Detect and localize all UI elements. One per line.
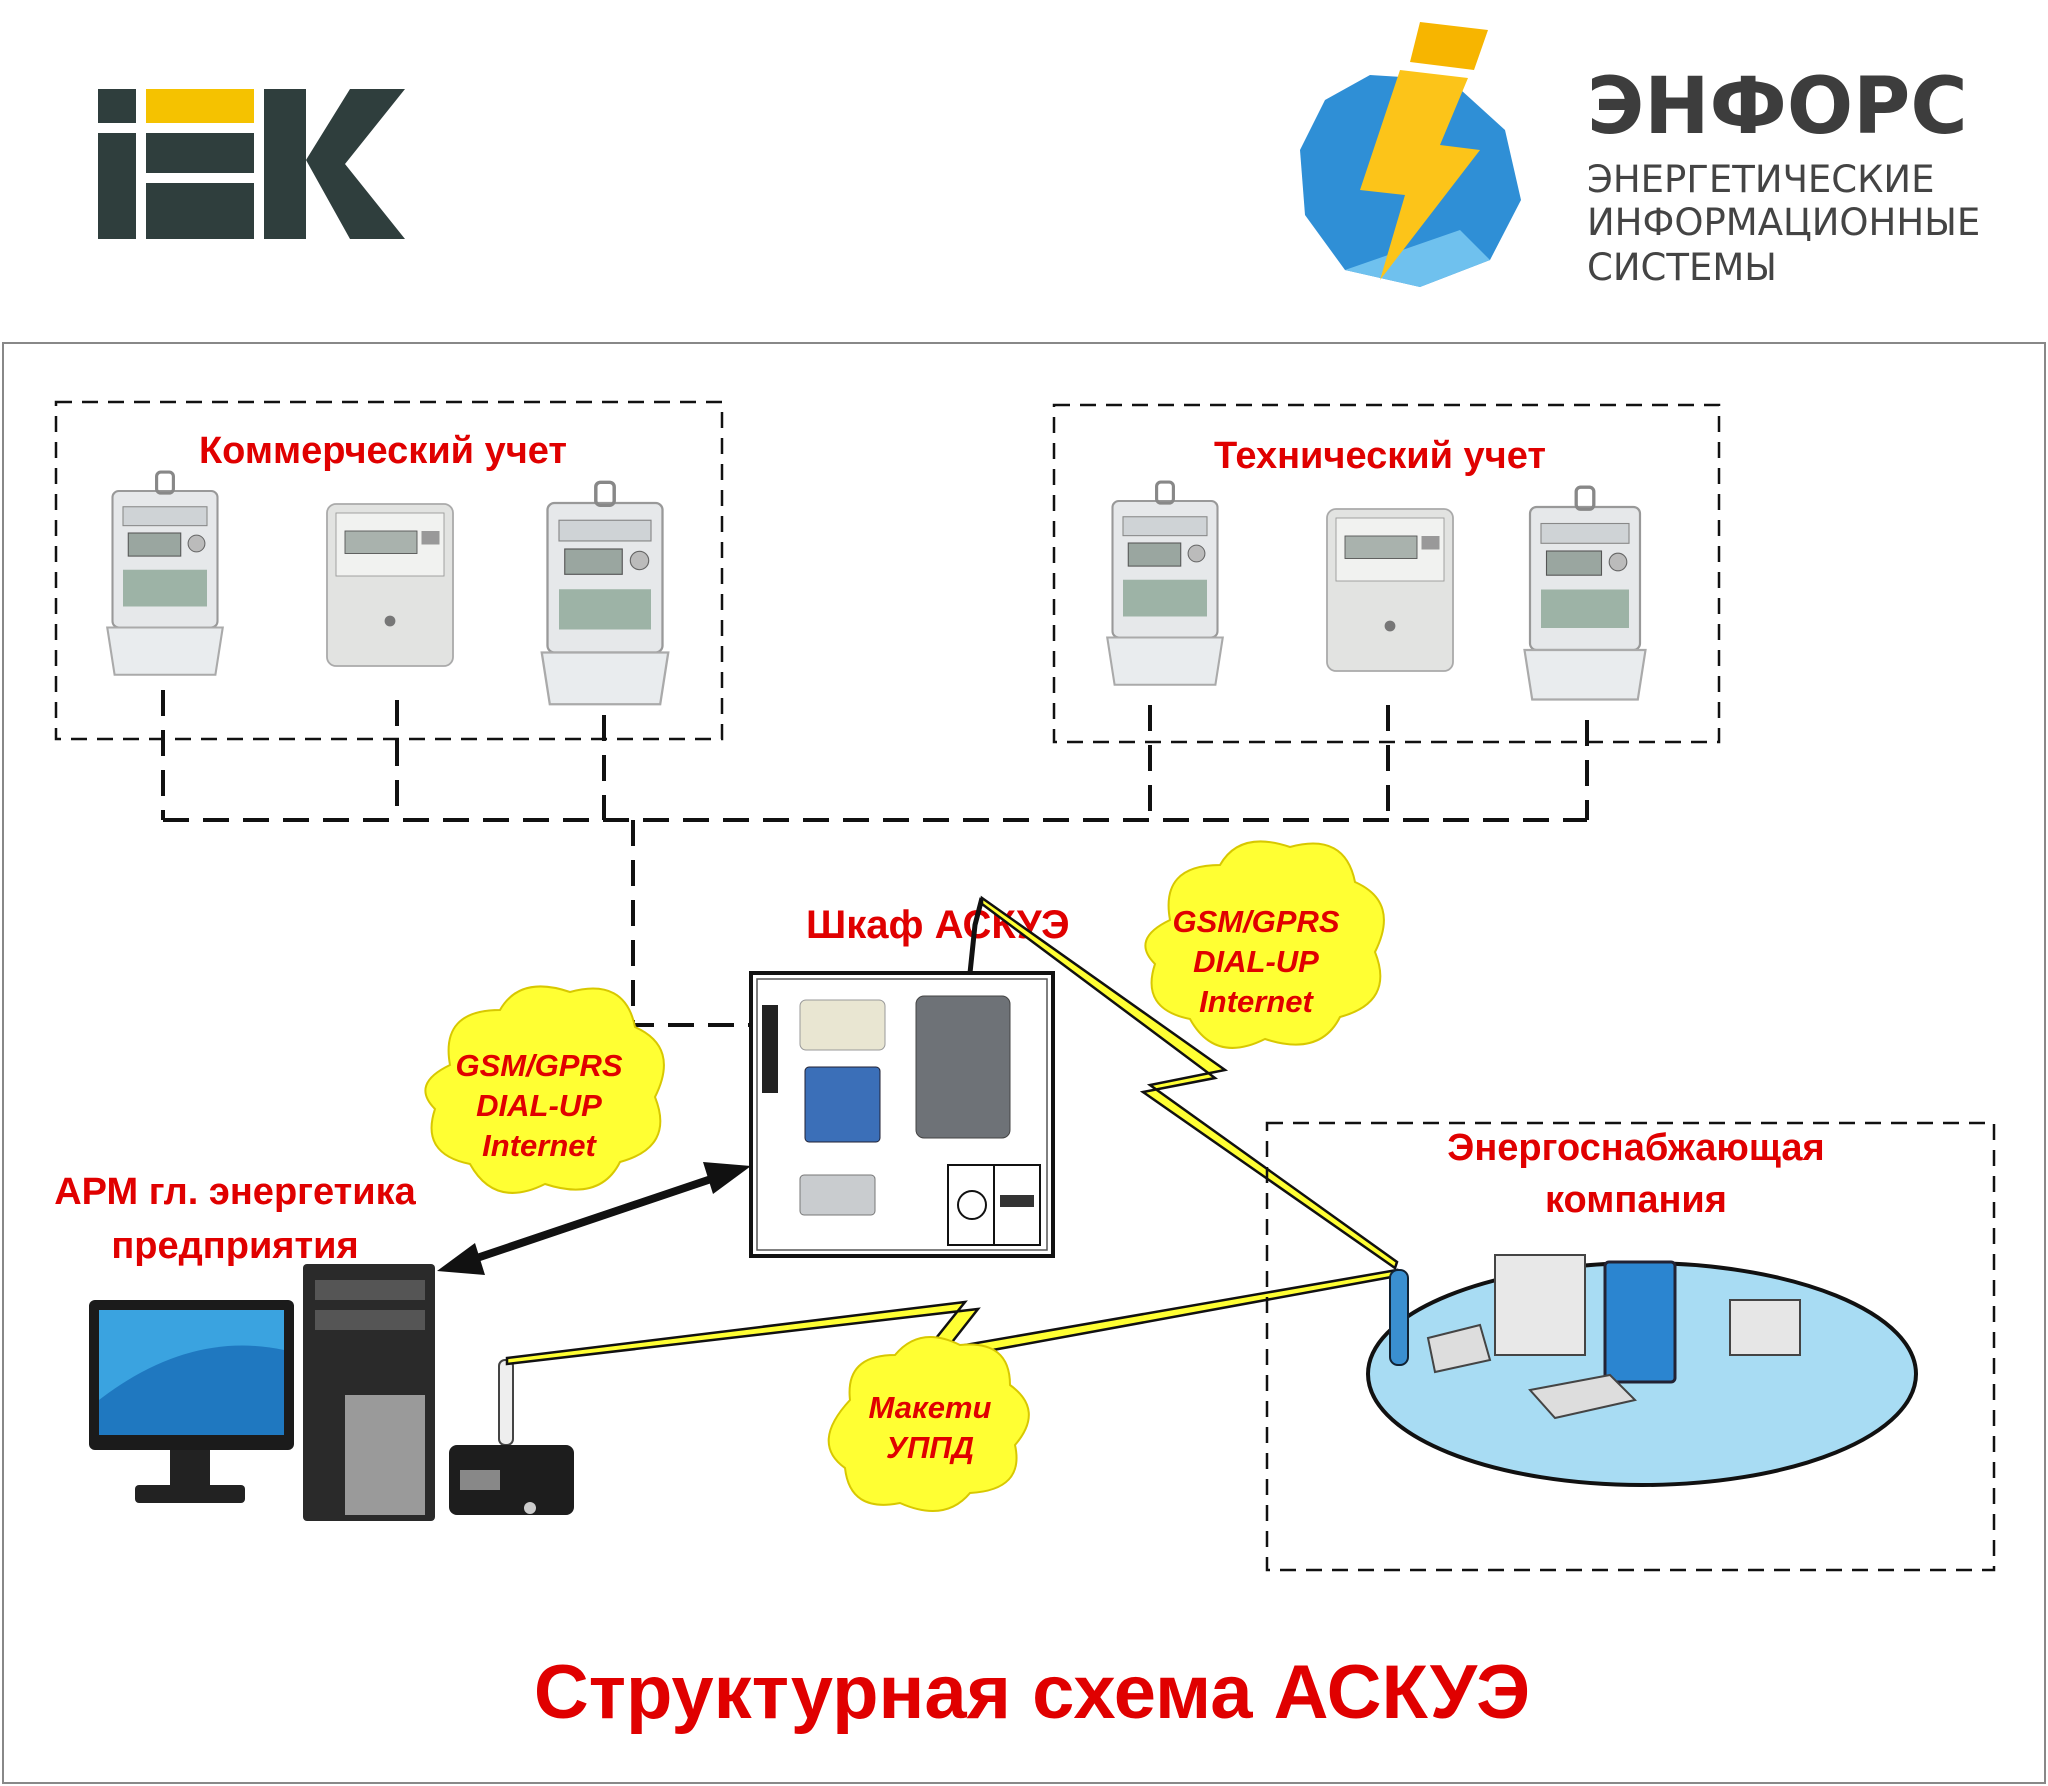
workstation-label-2: предприятия xyxy=(111,1225,358,1267)
bidirectional-arrow xyxy=(437,1162,751,1275)
supplier-network xyxy=(1366,1254,1918,1487)
electricity-meter-icon xyxy=(325,502,455,668)
monitor-icon xyxy=(1603,1260,1677,1384)
converter-icon xyxy=(799,999,886,1051)
enfors-logo: ЭНФОРС ЭНЕРГЕТИЧЕСКИЕ ИНФОРМАЦИОННЫЕ СИС… xyxy=(1300,22,1980,289)
workstation-computer-icon xyxy=(89,1264,435,1521)
radio-modem-icon xyxy=(449,1359,574,1515)
serial-server-icon xyxy=(804,1066,881,1143)
iek-logo xyxy=(98,89,405,239)
cloud-text: GSM/GPRS xyxy=(1172,904,1339,939)
cloud-text: DIAL-UP xyxy=(1193,944,1319,979)
cloud-text: GSM/GPRS xyxy=(455,1048,622,1083)
diagram-title: Структурная схема АСКУЭ xyxy=(534,1650,1530,1735)
cloud-text: Internet xyxy=(1199,984,1314,1019)
technical-group-label: Технический учет xyxy=(1214,435,1546,477)
workstation-label-1: АРМ гл. энергетика xyxy=(54,1171,416,1213)
antenna-icon xyxy=(967,897,985,974)
electricity-meter-icon xyxy=(1105,480,1225,687)
server-icon xyxy=(1494,1254,1586,1356)
router-icon xyxy=(1426,1323,1492,1374)
askue-cabinet xyxy=(749,897,1055,1258)
enfors-subtitle-2: ИНФОРМАЦИОННЫЕ xyxy=(1587,201,1980,244)
power-supply-icon xyxy=(799,1174,876,1216)
electricity-meter-icon xyxy=(1522,485,1648,702)
gsm-modem-icon xyxy=(915,995,1011,1139)
cloud-text: Макети xyxy=(869,1390,992,1425)
cloud-cabinet-link: GSM/GPRS DIAL-UP Internet xyxy=(1144,840,1385,1049)
electricity-meter-icon xyxy=(539,480,671,707)
cabinet-label: Шкаф АСКУЭ xyxy=(806,903,1070,947)
cloud-workstation-link: GSM/GPRS DIAL-UP Internet xyxy=(424,985,665,1194)
commercial-group-label: Коммерческий учет xyxy=(199,430,567,472)
cloud-modem-link: Макети УППД xyxy=(827,1336,1030,1512)
electricity-meter-icon xyxy=(105,470,225,677)
commercial-group-box xyxy=(54,400,724,741)
diagram-frame xyxy=(2,342,2046,1784)
base-station-antenna-icon xyxy=(1389,1269,1409,1366)
printer-icon xyxy=(1729,1299,1801,1356)
enfors-title: ЭНФОРС xyxy=(1587,62,1968,152)
enfors-subtitle-3: СИСТЕМЫ xyxy=(1587,246,1777,289)
cloud-text: УППД xyxy=(886,1430,974,1465)
supplier-label-1: Энергоснабжающая xyxy=(1447,1127,1824,1169)
terminal-block-icon xyxy=(762,1005,778,1093)
wireless-link-gsm xyxy=(980,895,1399,1270)
supplier-group-box xyxy=(1265,1121,1996,1572)
electricity-meter-icon xyxy=(1325,507,1455,673)
keyboard-icon xyxy=(1528,1373,1637,1420)
enfors-subtitle-1: ЭНЕРГЕТИЧЕСКИЕ xyxy=(1587,158,1934,201)
cloud-text: DIAL-UP xyxy=(476,1088,602,1123)
technical-group-box xyxy=(1052,403,1721,744)
cloud-text: Internet xyxy=(482,1128,597,1163)
supplier-label-2: компания xyxy=(1545,1179,1727,1221)
